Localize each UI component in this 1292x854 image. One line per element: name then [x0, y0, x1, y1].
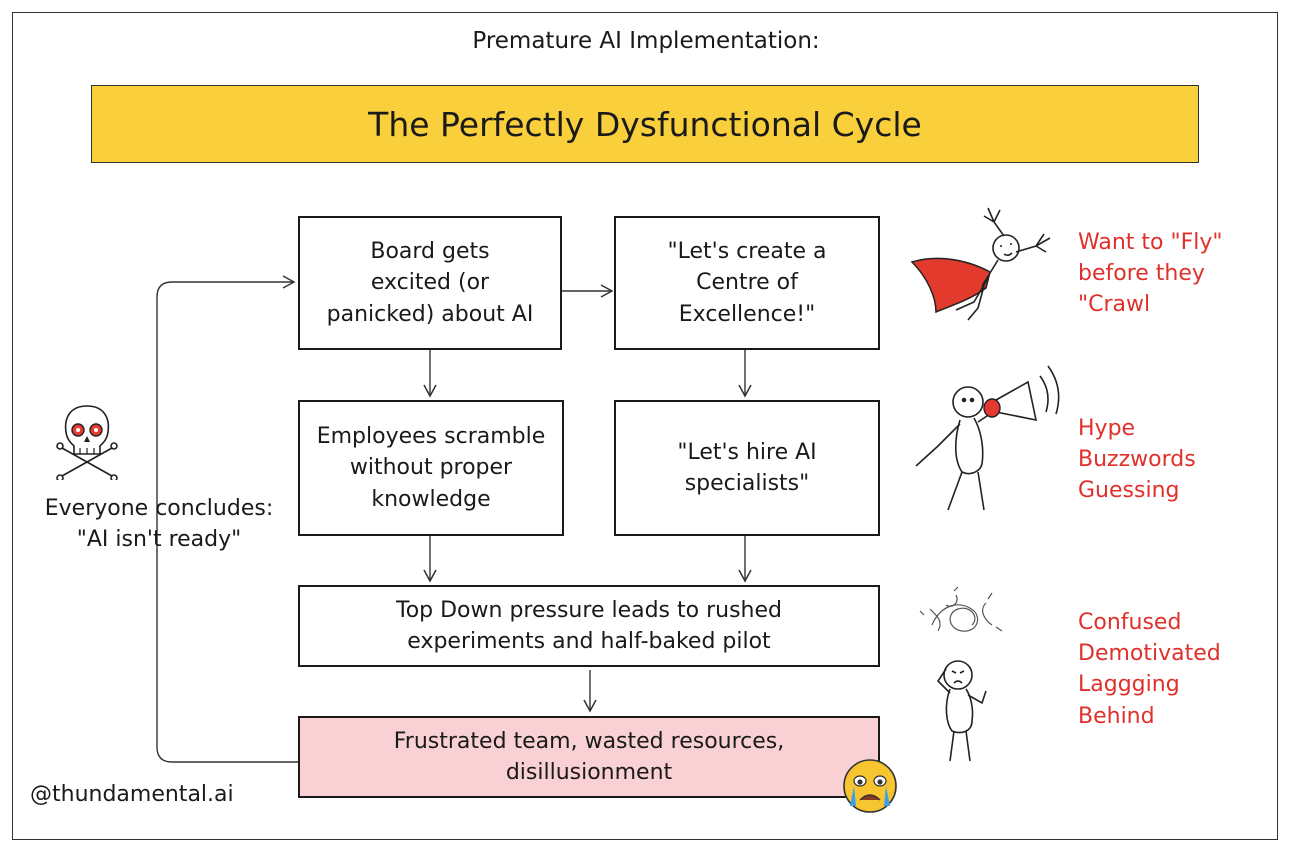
box-board-line-3: panicked) about AI [326, 301, 534, 327]
box-pressure-line-1: Top Down pressure leads to rushed [396, 597, 782, 623]
box-employees-scramble: Employees scramble without proper knowle… [298, 400, 564, 536]
annotation-confused-line-1: Confused [1078, 610, 1182, 635]
box-board-excited: Board gets excited (or panicked) about A… [298, 216, 562, 350]
box-hire-line-1: "Let's hire AI [677, 439, 817, 465]
annotation-fly-before-crawl: Want to "Fly" before they "Crawl [1078, 227, 1223, 321]
annotation-fly-line-1: Want to "Fly" [1078, 230, 1223, 255]
diagram-title-banner: The Perfectly Dysfunctional Cycle [91, 85, 1199, 163]
annotation-confused: Confused Demotivated Laggging Behind [1078, 607, 1221, 732]
box-pressure-line-2: experiments and half-baked pilot [407, 629, 771, 654]
skull-crossbones-icon [56, 405, 118, 480]
box-board-line-1: Board gets [370, 239, 490, 265]
annotation-confused-line-2: Demotivated [1078, 641, 1221, 667]
annotation-hype-line-2: Buzzwords [1078, 447, 1196, 473]
box-top-down-pressure: Top Down pressure leads to rushed experi… [298, 585, 880, 667]
box-frustrated-line-2: disillusionment [505, 760, 673, 785]
loop-label: Everyone concludes: "AI isn't ready" [28, 493, 290, 555]
loop-label-line-1: Everyone concludes: [44, 496, 274, 521]
box-coe-line-3: Excellence!" [678, 301, 816, 327]
box-coe-line-1: "Let's create a [667, 239, 827, 265]
box-employees-line-3: knowledge [371, 486, 491, 512]
annotation-confused-line-4: Behind [1078, 703, 1155, 729]
author-handle: @thundamental.ai [30, 782, 234, 807]
crying-face-icon [843, 759, 897, 813]
box-hire-specialists: "Let's hire AI specialists" [614, 400, 880, 536]
box-coe-line-2: Centre of [696, 270, 798, 296]
confused-stick-figure-icon [919, 586, 1003, 762]
box-hire-line-2: specialists" [684, 471, 810, 496]
annotation-confused-line-3: Laggging [1078, 672, 1180, 698]
annotation-fly-line-2: before they [1078, 261, 1205, 287]
loop-arrow-back-to-board [156, 275, 298, 763]
annotation-hype-line-1: Hype [1078, 416, 1136, 441]
annotation-fly-line-3: "Crawl [1078, 292, 1151, 318]
box-board-line-2: excited (or [370, 270, 490, 296]
annotation-hype-line-3: Guessing [1078, 478, 1180, 504]
loop-label-line-2: "AI isn't ready" [76, 527, 242, 553]
box-employees-line-2: without proper [349, 455, 513, 481]
annotation-hype: Hype Buzzwords Guessing [1078, 413, 1196, 507]
diagram-title: The Perfectly Dysfunctional Cycle [368, 104, 922, 144]
box-centre-of-excellence: "Let's create a Centre of Excellence!" [614, 216, 880, 350]
box-frustrated-line-1: Frustrated team, wasted resources, [393, 728, 785, 754]
flying-stick-figure-icon [910, 207, 1051, 321]
megaphone-stick-figure-icon [915, 365, 1060, 511]
box-employees-line-1: Employees scramble [316, 424, 546, 450]
diagram-subtitle: Premature AI Implementation: [472, 28, 820, 54]
diagram-frame [12, 12, 1278, 840]
box-frustrated-team: Frustrated team, wasted resources, disil… [298, 716, 880, 798]
